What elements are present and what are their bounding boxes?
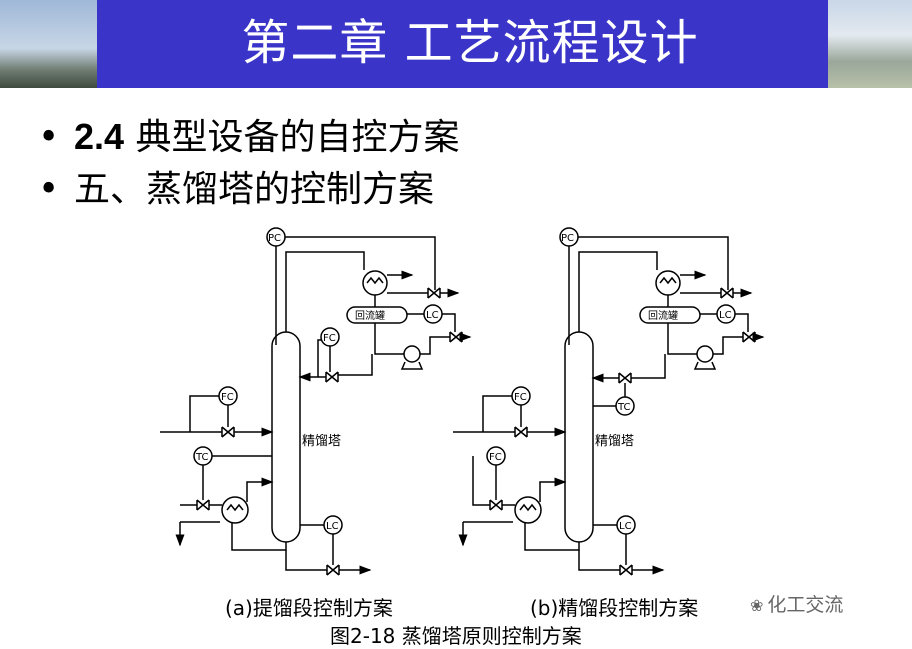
fc-label-b2: FC bbox=[489, 452, 502, 463]
valve-b1 bbox=[720, 287, 734, 299]
bullet-2: • 五、蒸馏塔的控制方案 bbox=[38, 160, 434, 212]
reflux-drum-b-label: 回流罐 bbox=[648, 309, 678, 322]
tower-a-label: 精馏塔 bbox=[302, 434, 341, 449]
bullet-1: • 2.4 典型设备的自控方案 bbox=[38, 108, 460, 160]
pump-a bbox=[403, 345, 421, 363]
lc-label-a2: LC bbox=[326, 521, 339, 532]
header-bar: 第二章 工艺流程设计 bbox=[0, 0, 912, 88]
fc-label-a1: FC bbox=[323, 333, 336, 344]
lc-label-a1: LC bbox=[426, 310, 439, 321]
tc-label-a: TC bbox=[195, 452, 209, 463]
valve-b3 bbox=[618, 372, 632, 384]
bullet-dot: • bbox=[38, 169, 60, 210]
valve-b2 bbox=[742, 331, 756, 343]
reflux-drum-a bbox=[346, 306, 408, 324]
wechat-icon: ❀ bbox=[750, 596, 764, 615]
valve-b6 bbox=[619, 564, 633, 576]
valve-a5 bbox=[196, 499, 210, 511]
tower-b-label: 精馏塔 bbox=[595, 434, 634, 449]
bullet-1-number: 2.4 bbox=[74, 116, 125, 157]
diagram-b: 精馏塔 PC 回流罐 LC TC FC bbox=[453, 227, 765, 576]
pump-b bbox=[696, 345, 714, 363]
watermark-text: 化工交流 bbox=[767, 594, 844, 616]
reflux-drum-a-label: 回流罐 bbox=[355, 309, 385, 322]
bullet-2-text: 五、蒸馏塔的控制方案 bbox=[74, 169, 435, 210]
valve-a3 bbox=[325, 371, 339, 383]
valve-b4 bbox=[514, 426, 528, 438]
watermark: ❀化工交流 bbox=[750, 590, 843, 617]
fc-label-b1: FC bbox=[514, 392, 527, 403]
lc-label-b2: LC bbox=[619, 521, 632, 532]
fc-label-a2: FC bbox=[221, 392, 234, 403]
pc-label-b: PC bbox=[561, 233, 574, 244]
refinery-photo-right bbox=[828, 0, 912, 88]
tower-a bbox=[271, 331, 301, 543]
caption-a: (a)提馏段控制方案 bbox=[225, 596, 393, 620]
bullet-1-text: 典型设备的自控方案 bbox=[135, 117, 460, 158]
valve-b5 bbox=[489, 499, 503, 511]
page-title: 第二章 工艺流程设计 bbox=[241, 15, 699, 71]
valve-a1 bbox=[427, 287, 441, 299]
pc-label-a: PC bbox=[268, 233, 281, 244]
tower-b bbox=[564, 331, 594, 543]
figure-caption: 图2-18 蒸馏塔原则控制方案 bbox=[330, 624, 582, 648]
bullet-dot: • bbox=[38, 117, 60, 158]
lc-label-b1: LC bbox=[719, 310, 732, 321]
valve-a4 bbox=[221, 426, 235, 438]
valve-a2 bbox=[449, 331, 463, 343]
valve-a6 bbox=[326, 564, 340, 576]
caption-b: (b)精馏段控制方案 bbox=[530, 596, 699, 620]
refinery-photo-left bbox=[0, 0, 97, 88]
reflux-drum-b bbox=[639, 306, 701, 324]
tc-label-b: TC bbox=[617, 402, 631, 413]
diagram-a: 精馏塔 PC 回流罐 LC FC bbox=[160, 227, 472, 576]
distillation-control-diagram: 精馏塔 PC 回流罐 LC FC bbox=[160, 227, 765, 576]
